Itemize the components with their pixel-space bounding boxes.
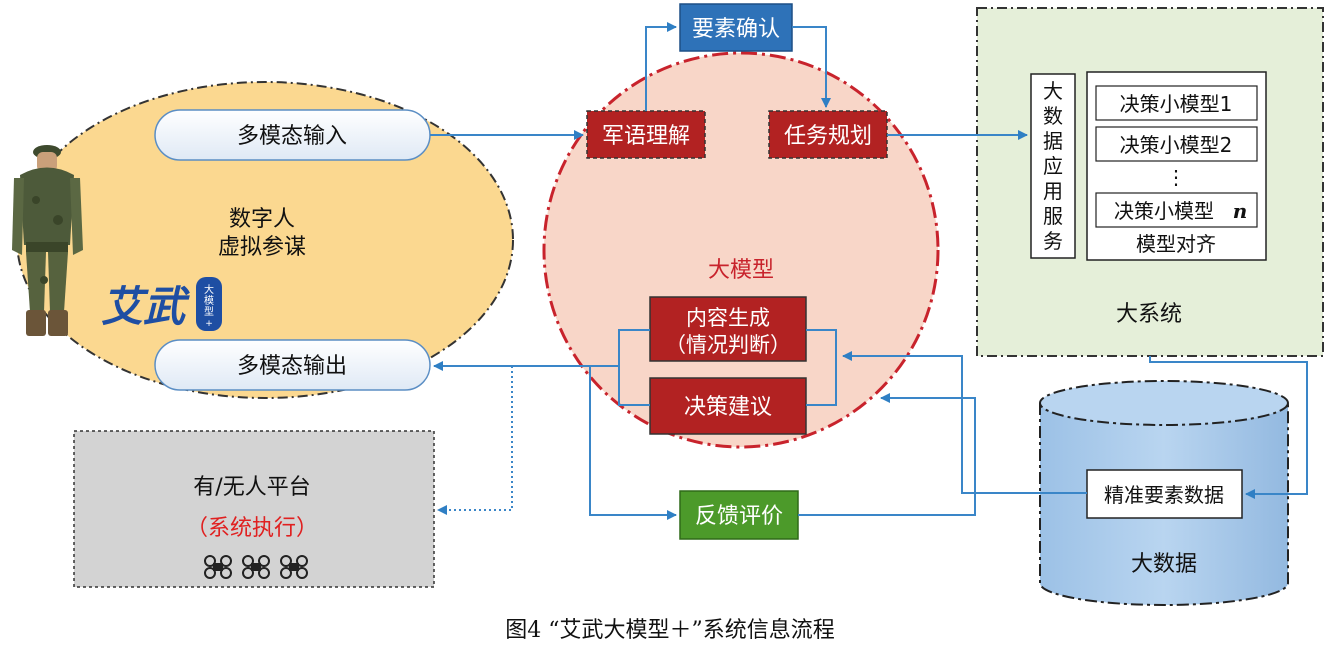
- badge-char-3: 型: [204, 305, 214, 318]
- situation-judgment-label: （情况判断）: [665, 333, 791, 357]
- platform-title: 有/无人平台: [193, 475, 310, 500]
- big-data-title: 大数据: [1131, 552, 1197, 577]
- precise-data-box: [1086, 469, 1243, 519]
- small-model-label: 决策小模型2: [1120, 133, 1233, 157]
- small-model-n: n: [1233, 199, 1248, 223]
- small-model-label: 决策小模型1: [1120, 92, 1233, 116]
- data-service-box: [1030, 73, 1076, 259]
- arrow-feedback-to-data: [798, 393, 976, 516]
- data-service-chars: 大 数 据 应 用 服 务: [1043, 79, 1063, 253]
- precise-data-label: 精准要素数据: [1104, 483, 1224, 507]
- arrow-system-to-data: [1149, 356, 1308, 499]
- service-char: 务: [1043, 229, 1063, 253]
- badge-char-4: +: [205, 319, 213, 329]
- service-char: 大: [1043, 79, 1063, 103]
- badge-char-2: 模: [204, 295, 214, 307]
- element-confirm-label: 要素确认: [692, 17, 780, 42]
- right-bracket: [806, 329, 837, 406]
- decision-advice-box: [649, 377, 807, 435]
- soldier-avatar: [12, 145, 83, 336]
- drone-icons: [204, 555, 308, 579]
- badge-char-1: 大: [204, 283, 214, 296]
- arrow-to-feedback: [589, 366, 677, 520]
- service-char: 据: [1043, 129, 1063, 153]
- logo-badge: [196, 277, 222, 331]
- task-planning-label: 任务规划: [784, 124, 872, 149]
- arrow-term-to-confirm: [645, 22, 677, 111]
- service-char: 用: [1043, 179, 1063, 203]
- big-system-title: 大系统: [1116, 302, 1182, 327]
- military-term-label: 军语理解: [602, 124, 690, 149]
- arrow-confirm-to-task: [792, 26, 831, 108]
- multimodal-input-label: 多模态输入: [237, 124, 347, 149]
- feedback-box: [679, 490, 799, 540]
- digital-person-title: 数字人: [229, 207, 295, 232]
- figure-caption: 图4 “艾武大模型＋”系统信息流程: [505, 618, 835, 643]
- small-model-box: [1095, 85, 1258, 121]
- multimodal-output-label: 多模态输出: [237, 354, 347, 379]
- arrow-to-platform: [437, 366, 513, 515]
- feedback-label: 反馈评价: [695, 504, 783, 529]
- element-confirm-box: [679, 3, 793, 52]
- model-align-label: 模型对齐: [1136, 232, 1216, 256]
- large-model-title: 大模型: [708, 258, 774, 283]
- decision-advice-label: 决策建议: [684, 395, 772, 420]
- arrow-model-to-output: [618, 329, 650, 406]
- service-char: 数: [1043, 104, 1063, 128]
- logo-text: 艾武: [101, 282, 190, 331]
- content-generation-label: 内容生成: [686, 306, 770, 330]
- small-model-label: 决策小模型: [1114, 199, 1214, 223]
- small-model-box: [1095, 126, 1258, 162]
- virtual-staff-title: 虚拟参谋: [218, 235, 306, 260]
- platform-subtitle: （系统执行）: [186, 516, 318, 541]
- flow-arrows: [430, 22, 1308, 520]
- arrow-data-to-model: [842, 351, 1087, 494]
- vdots: ⋮: [1166, 165, 1186, 189]
- service-char: 应: [1043, 154, 1063, 178]
- military-term-box: [586, 110, 706, 159]
- small-model-box: [1095, 192, 1258, 228]
- multimodal-output-box: [154, 339, 431, 391]
- service-char: 服: [1043, 204, 1063, 228]
